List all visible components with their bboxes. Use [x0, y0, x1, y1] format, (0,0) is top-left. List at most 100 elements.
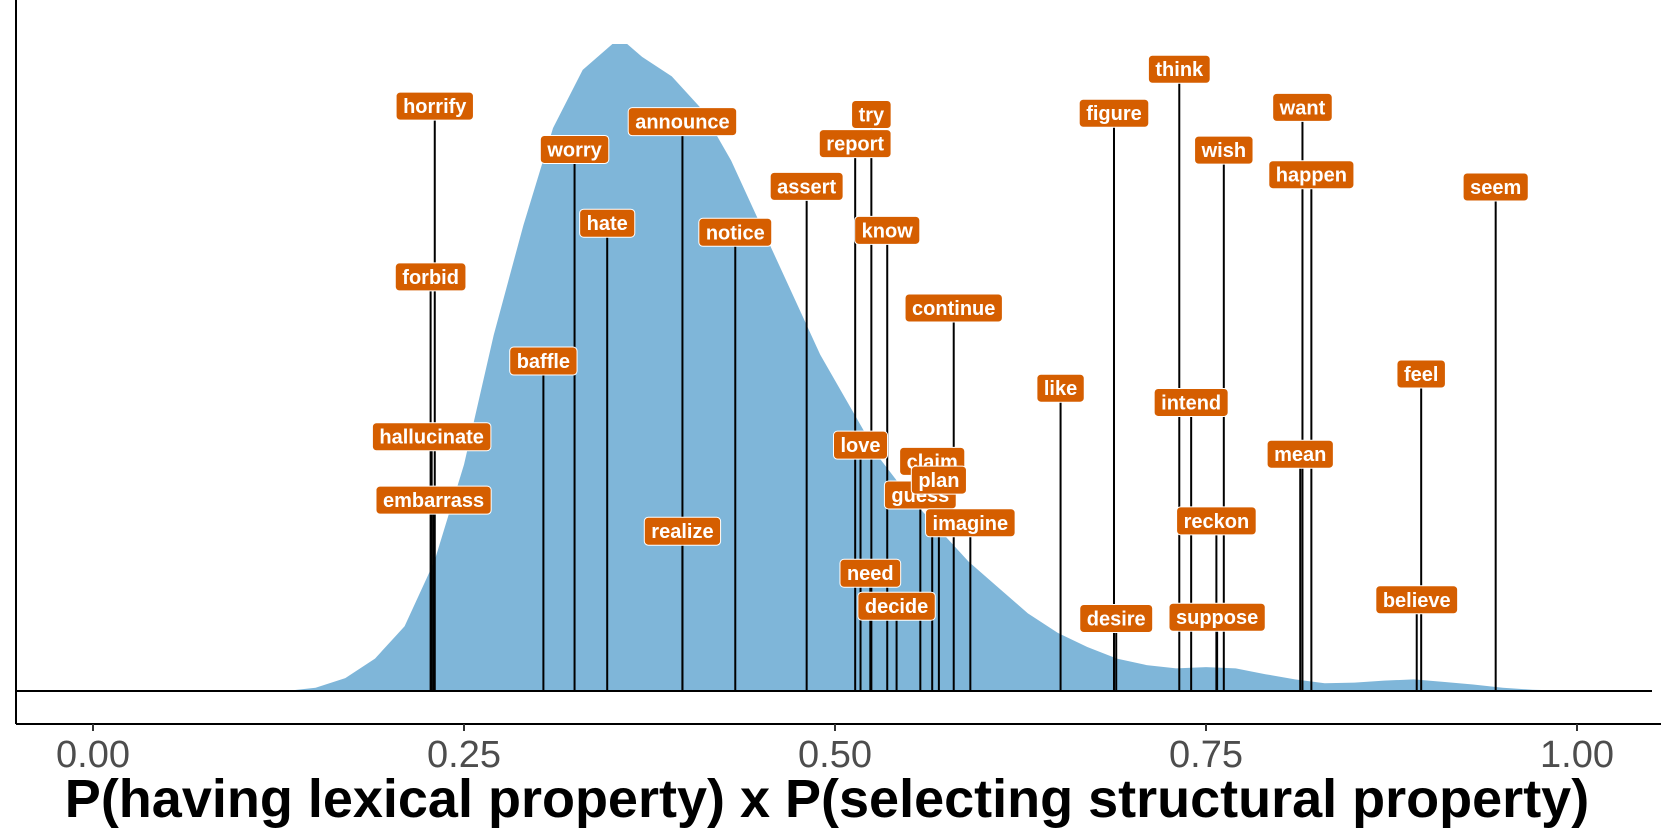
x-tick-label: 0.25	[427, 734, 501, 776]
verb-label-box	[1268, 160, 1355, 190]
verb-label-text: wish	[1201, 140, 1246, 162]
verb-label-text: worry	[546, 139, 602, 161]
verb-label-text: reckon	[1184, 511, 1250, 533]
verb-label-love: love	[833, 430, 889, 460]
verb-label-box	[1079, 604, 1154, 634]
verb-label-forbid: forbid	[394, 262, 467, 292]
x-tick-label: 0.50	[798, 734, 872, 776]
verb-label-text: happen	[1276, 165, 1347, 187]
verb-label-text: decide	[865, 596, 928, 618]
verb-label-text: think	[1155, 59, 1204, 81]
verb-label-box	[1176, 506, 1257, 536]
verb-label-box	[854, 215, 921, 245]
verb-label-embarrass: embarrass	[375, 485, 492, 515]
verb-label-box	[1272, 92, 1333, 122]
verb-label-worry: worry	[539, 134, 610, 164]
verb-label-want: want	[1272, 92, 1333, 122]
verb-label-hallucinate: hallucinate	[371, 422, 492, 452]
verb-label-text: hallucinate	[379, 427, 483, 449]
verb-label-text: try	[859, 105, 885, 127]
verb-label-box	[394, 262, 467, 292]
verb-label-text: love	[841, 435, 881, 457]
verb-label-box	[1462, 172, 1529, 202]
verb-label-text: assert	[777, 176, 836, 198]
x-tick-label: 1.00	[1540, 734, 1614, 776]
verb-label-box	[1147, 54, 1211, 84]
verb-label-box	[1153, 387, 1229, 417]
verb-label-desire: desire	[1079, 604, 1154, 634]
verb-label-text: horrify	[403, 96, 467, 118]
verb-label-text: continue	[912, 298, 995, 320]
verb-label-box	[1375, 585, 1459, 615]
verb-label-suppose: suppose	[1168, 602, 1266, 632]
verb-label-box	[925, 508, 1016, 538]
verb-label-box	[1194, 135, 1254, 165]
verb-label-text: report	[826, 134, 884, 156]
verb-label-box	[1168, 602, 1266, 632]
verb-label-hate: hate	[579, 208, 636, 238]
verb-label-decide: decide	[857, 591, 936, 621]
verb-label-box	[509, 346, 578, 376]
verb-label-realize: realize	[643, 516, 722, 546]
verb-label-box	[833, 430, 889, 460]
verb-label-box	[371, 422, 492, 452]
verb-label-wish: wish	[1194, 135, 1254, 165]
verb-label-text: know	[862, 220, 914, 242]
verb-label-report: report	[818, 129, 892, 159]
verb-label-box	[539, 134, 610, 164]
verb-label-box	[851, 100, 892, 130]
verb-label-box	[627, 107, 738, 137]
verb-label-assert: assert	[769, 171, 844, 201]
verb-label-box	[1396, 359, 1446, 389]
verb-label-text: realize	[651, 521, 713, 543]
verb-label-box	[698, 217, 773, 247]
verb-label-happen: happen	[1268, 160, 1355, 190]
verb-label-text: seem	[1470, 177, 1521, 199]
verb-label-text: hate	[587, 213, 628, 235]
verb-label-continue: continue	[904, 293, 1003, 323]
verb-label-box	[643, 516, 722, 546]
verb-label-text: imagine	[933, 513, 1009, 535]
verb-label-baffle: baffle	[509, 346, 578, 376]
verb-label-box	[1078, 98, 1150, 128]
verb-label-need: need	[839, 558, 902, 588]
verb-label-text: need	[847, 563, 894, 585]
verb-label-box	[857, 591, 936, 621]
verb-label-box	[395, 91, 474, 121]
verb-label-text: embarrass	[383, 490, 484, 512]
verb-label-text: believe	[1383, 590, 1451, 612]
density-area	[285, 44, 1577, 691]
verb-label-imagine: imagine	[925, 508, 1016, 538]
verb-label-believe: believe	[1375, 585, 1459, 615]
verb-label-box	[1266, 439, 1334, 469]
verb-label-seem: seem	[1462, 172, 1529, 202]
verb-label-intend: intend	[1153, 387, 1229, 417]
verb-label-think: think	[1147, 54, 1211, 84]
verb-label-notice: notice	[698, 217, 773, 247]
verb-label-text: figure	[1086, 103, 1142, 125]
verb-label-try: try	[851, 100, 892, 130]
verb-label-box	[910, 465, 967, 495]
verb-label-text: like	[1044, 378, 1077, 400]
verb-label-box	[904, 293, 1003, 323]
verb-label-text: forbid	[402, 267, 459, 289]
verb-label-text: notice	[706, 222, 765, 244]
verb-label-box	[839, 558, 902, 588]
verb-label-text: plan	[918, 470, 959, 492]
verb-label-plan: plan	[910, 465, 967, 495]
verb-label-text: intend	[1161, 392, 1221, 414]
verb-label-horrify: horrify	[395, 91, 474, 121]
verb-label-figure: figure	[1078, 98, 1150, 128]
verb-label-announce: announce	[627, 107, 738, 137]
verb-label-box	[818, 129, 892, 159]
verb-label-mean: mean	[1266, 439, 1334, 469]
verb-label-feel: feel	[1396, 359, 1446, 389]
verb-label-text: baffle	[517, 351, 570, 373]
verb-label-text: want	[1279, 97, 1326, 119]
x-axis-title: P(having lexical property) x P(selecting…	[65, 769, 1589, 829]
verb-label-like: like	[1036, 373, 1085, 403]
verb-label-text: mean	[1274, 444, 1326, 466]
verb-label-box	[769, 171, 844, 201]
x-tick-label: 0.75	[1169, 734, 1243, 776]
